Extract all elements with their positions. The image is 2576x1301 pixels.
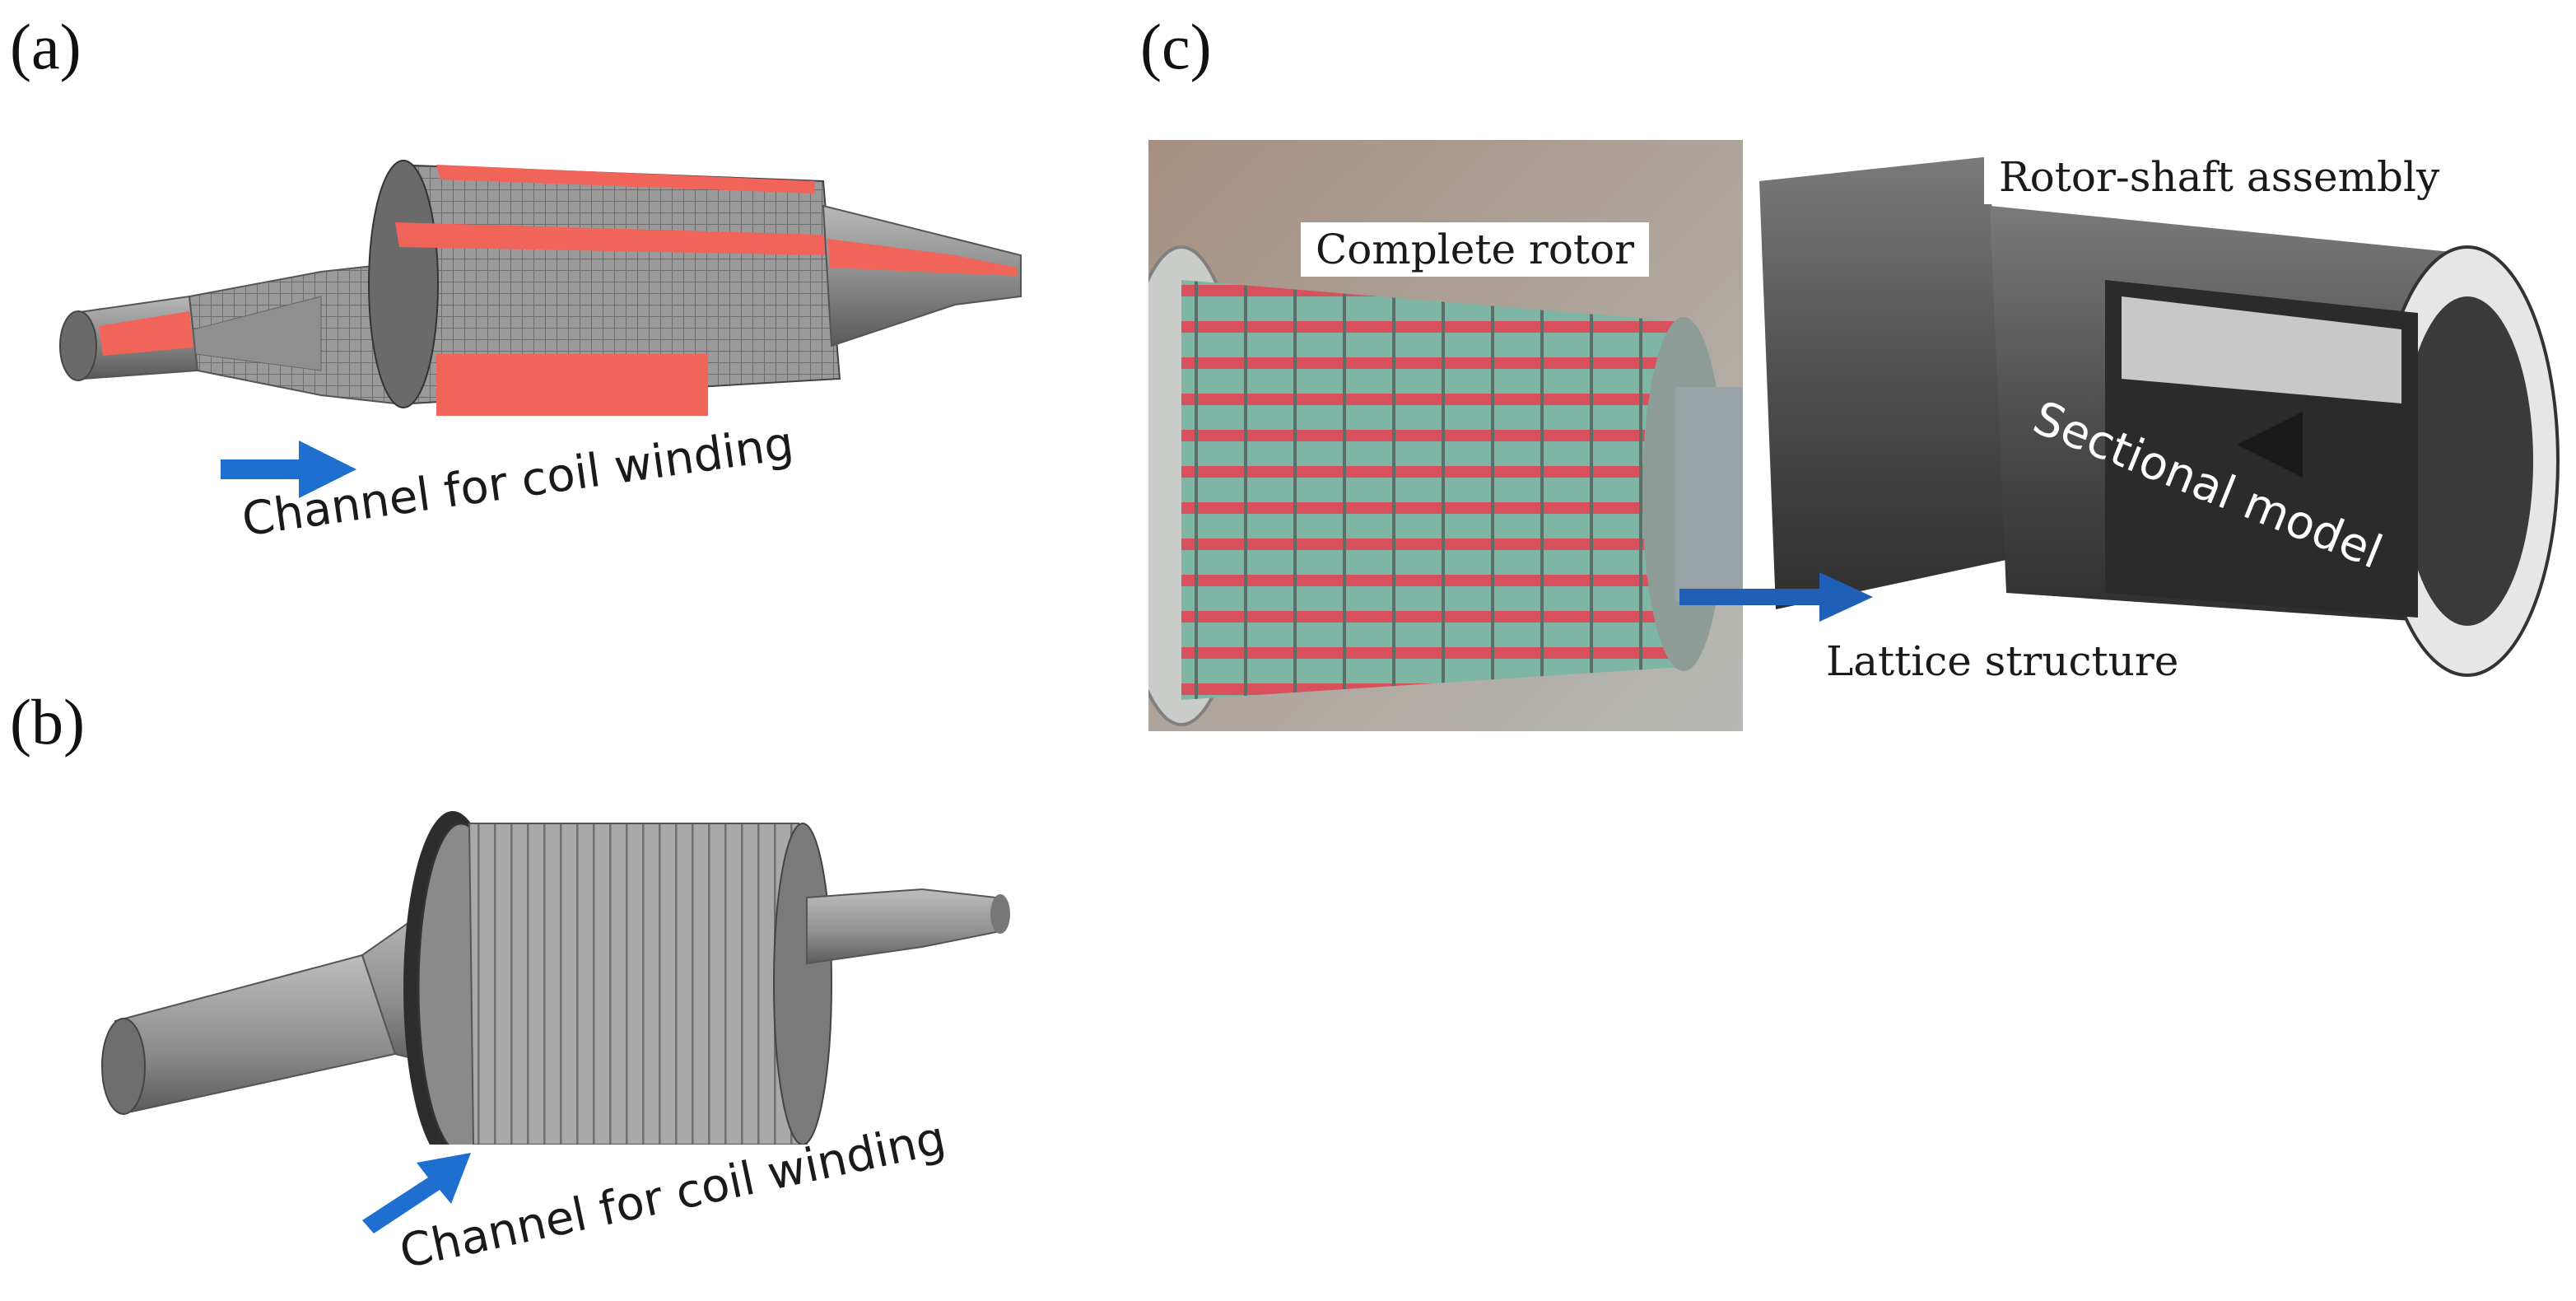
- panel-c-label-lattice-structure: Lattice structure: [1811, 634, 2194, 688]
- panel-a-rotor-cutaway-illustration: [59, 160, 1022, 416]
- panel-b-letter: (b): [10, 686, 85, 758]
- panel-c-letter: (c): [1140, 11, 1212, 82]
- panel-c-rotor-shaft-assembly-render: [1743, 132, 2576, 733]
- panel-c-arrow-icon: [1679, 572, 1873, 622]
- panel-a-letter: (a): [10, 11, 82, 82]
- panel-c-complete-rotor-photo: [1148, 140, 1743, 731]
- panel-a-arrow-icon: [221, 441, 356, 498]
- panel-b-rotor-illustration: [101, 811, 1010, 1145]
- panel-c-label-rotor-shaft-assembly: Rotor-shaft assembly: [1984, 150, 2455, 204]
- panel-b-arrow-icon: [362, 1153, 471, 1233]
- panel-c-label-complete-rotor: Complete rotor: [1301, 222, 1650, 277]
